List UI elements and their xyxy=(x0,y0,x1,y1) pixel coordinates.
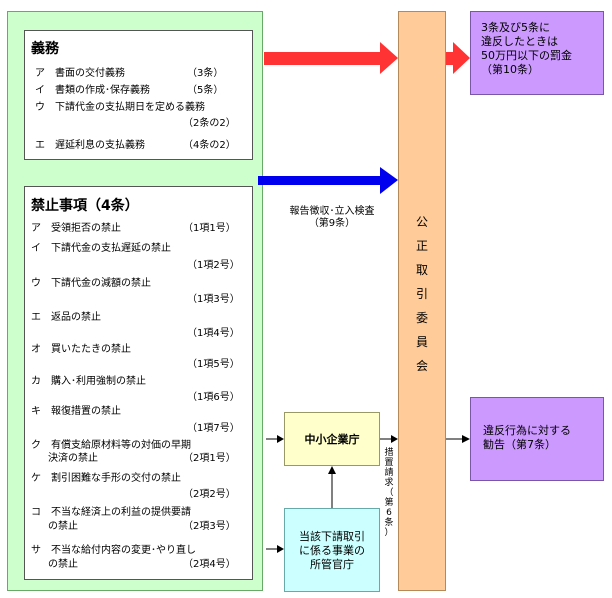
duty-item: イ 書類の作成･保存義務 xyxy=(35,85,150,96)
prohibition-ref: （2項4号） xyxy=(183,559,236,570)
prohibition-item: ウ 下請代金の減額の禁止 xyxy=(31,278,151,289)
duty-ref: （4条の2） xyxy=(183,140,236,151)
ftc-char: 会 xyxy=(415,359,428,373)
arrow-prohibitions-to-ministry xyxy=(266,545,284,553)
prohibition-ref: （1項6号） xyxy=(187,392,240,403)
ftc-char: 引 xyxy=(415,287,428,301)
prohibition-item-cont: 決済の禁止 xyxy=(48,453,98,464)
measure-char: 請 xyxy=(384,468,394,478)
arrow-prohibitions-to-sme xyxy=(266,435,284,443)
duty-ref: （5条） xyxy=(187,85,224,96)
prohibition-ref: （1項3号） xyxy=(187,294,240,305)
duty-ref: （2条の2） xyxy=(183,118,236,129)
penalty-line: 50万円以下の罰金 xyxy=(481,49,572,62)
ministry-line: に係る事業の xyxy=(299,544,365,557)
prohibition-ref: （1項5号） xyxy=(187,359,240,370)
prohibitions-title: 禁止事項（4条） xyxy=(31,198,139,214)
red-arrow-duties-to-ftc xyxy=(264,42,398,74)
prohibition-item: ク 有償支給原材料等の対価の早期 xyxy=(31,440,191,451)
prohibition-ref: （1項2号） xyxy=(187,260,240,271)
measure-request-label: 措 置 請 求 （ 第 6 条 ） xyxy=(383,448,395,538)
duty-ref: （3条） xyxy=(187,68,224,79)
ministry-line: 所管官庁 xyxy=(310,558,354,571)
prohibitions-box: 禁止事項（4条） ア 受領拒否の禁止 （1項1号） イ 下請代金の支払遅延の禁止… xyxy=(24,186,253,580)
prohibition-ref: （1項1号） xyxy=(183,223,236,234)
report-line: （第9条） xyxy=(308,218,356,229)
recommendation-box: 違反行為に対する 勧告（第7条） xyxy=(470,397,604,481)
prohibition-item: キ 報復措置の禁止 xyxy=(31,406,121,417)
prohibition-ref: （1項4号） xyxy=(187,328,240,339)
duty-item: ア 書面の交付義務 xyxy=(35,68,125,79)
measure-char: 条 xyxy=(384,518,394,528)
sme-agency-label: 中小企業庁 xyxy=(304,433,360,446)
recommendation-line: 勧告（第7条） xyxy=(483,438,556,451)
penalty-line: 3条及び5条に xyxy=(481,21,550,34)
arrow-sme-to-ftc xyxy=(380,435,398,443)
arrow-ministry-to-sme xyxy=(328,466,336,508)
prohibition-item: サ 不当な給付内容の変更･やり直し xyxy=(31,545,196,556)
recommendation-line: 違反行為に対する xyxy=(483,424,571,437)
measure-char: 6 xyxy=(386,508,392,518)
duties-title: 義務 xyxy=(31,41,59,57)
duty-item: ウ 下請代金の支払期日を定める義務 xyxy=(35,102,205,113)
penalty-line: 違反したときは xyxy=(481,35,558,48)
measure-char: 措 xyxy=(384,448,394,458)
red-arrow-ftc-to-penalty xyxy=(446,42,470,74)
prohibition-item: オ 買いたたきの禁止 xyxy=(31,344,131,355)
ftc-char: 正 xyxy=(415,239,428,253)
prohibition-ref: （2項3号） xyxy=(183,521,236,532)
penalty-line: （第10条） xyxy=(481,63,539,76)
prohibition-item: カ 購入･利用強制の禁止 xyxy=(31,376,146,387)
prohibition-item-cont: の禁止 xyxy=(48,559,78,570)
prohibition-item: イ 下請代金の支払遅延の禁止 xyxy=(31,243,171,254)
prohibition-ref: （1項7号） xyxy=(187,423,240,434)
duties-box: 義務 ア 書面の交付義務 （3条） イ 書類の作成･保存義務 （5条） ウ 下請… xyxy=(24,30,253,160)
measure-char: 置 xyxy=(384,458,394,468)
prohibition-item-cont: の禁止 xyxy=(48,521,78,532)
prohibition-item: コ 不当な経済上の利益の提供要請 xyxy=(31,507,191,518)
prohibition-ref: （2項1号） xyxy=(183,453,236,464)
measure-char: ） xyxy=(384,528,394,538)
prohibition-item: ケ 割引困難な手形の交付の禁止 xyxy=(31,473,181,484)
prohibition-item: エ 返品の禁止 xyxy=(31,312,101,323)
ministry-line: 当該下請取引 xyxy=(299,530,365,543)
measure-char: （ xyxy=(384,488,394,498)
ftc-char: 委 xyxy=(415,311,428,325)
report-line: 報告徴収･立入検査 xyxy=(289,206,375,217)
blue-arrow-report-inspection xyxy=(258,167,398,194)
measure-char: 求 xyxy=(384,478,394,488)
ftc-char: 公 xyxy=(415,215,428,229)
ministry-box: 当該下請取引 に係る事業の 所管官庁 xyxy=(284,508,380,592)
fair-trade-commission-column: 公 正 取 引 委 員 会 xyxy=(398,11,446,591)
arrow-ftc-to-recommendation xyxy=(446,435,470,443)
penalty-box: 3条及び5条に 違反したときは 50万円以下の罰金 （第10条） xyxy=(470,11,604,95)
measure-char: 第 xyxy=(384,498,394,508)
prohibition-item: ア 受領拒否の禁止 xyxy=(31,223,121,234)
duty-item: エ 遅延利息の支払義務 xyxy=(35,140,145,151)
ftc-char: 員 xyxy=(415,335,428,349)
sme-agency-box: 中小企業庁 xyxy=(284,412,380,466)
ftc-char: 取 xyxy=(415,263,428,277)
prohibition-ref: （2項2号） xyxy=(183,489,236,500)
report-inspection-label: 報告徴収･立入検査 （第9条） xyxy=(270,206,394,230)
